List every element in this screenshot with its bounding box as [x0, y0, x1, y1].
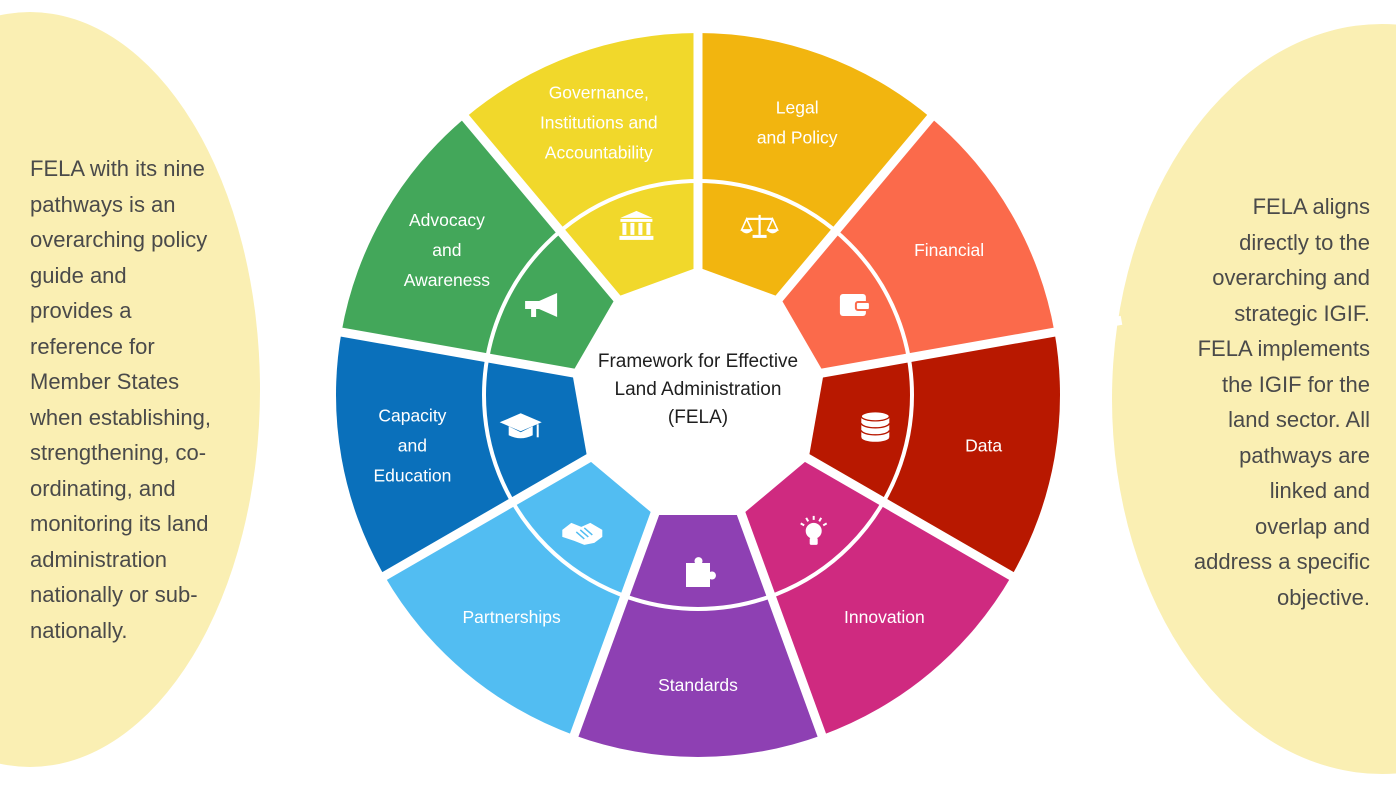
pathway-label-line: Institutions and	[540, 113, 658, 133]
pathway-label-line: Education	[373, 465, 451, 485]
center-title-line: Framework for Effective	[598, 351, 798, 372]
graduation-cap-icon	[499, 413, 542, 439]
center-title-line: (FELA)	[668, 407, 728, 428]
center-title-line: Land Administration	[615, 379, 782, 400]
wallet-icon	[839, 294, 871, 316]
center-hub	[572, 267, 824, 515]
handshake-icon	[562, 522, 603, 545]
pathway-label-line: Standards	[658, 675, 738, 695]
pathway-label-line: Legal	[776, 98, 819, 118]
pathway-label-line: Financial	[914, 240, 984, 260]
pathway-label-line: Advocacy	[409, 210, 485, 230]
pathway-label-line: Capacity	[378, 405, 446, 425]
pathway-label-line: Innovation	[844, 607, 925, 627]
institution-icon	[619, 210, 654, 240]
lightbulb-icon	[800, 515, 828, 545]
megaphone-icon	[525, 293, 558, 317]
right-note-text: FELA aligns directly to the overarching …	[1193, 194, 1370, 610]
left-note-text: FELA with its nine pathways is an overar…	[30, 156, 212, 643]
scales-icon	[740, 214, 779, 238]
pathway-label-line: Awareness	[404, 270, 491, 290]
puzzle-icon	[686, 557, 716, 587]
pathway-label-line: Accountability	[545, 143, 653, 163]
pathway-label-line: and	[432, 240, 461, 260]
pathway-label-line: Governance,	[549, 83, 649, 103]
pathway-standards: Standards	[574, 395, 822, 758]
pathway-label-line: Data	[965, 435, 1002, 455]
database-icon	[860, 411, 890, 443]
pathway-label-line: and Policy	[757, 128, 838, 148]
pathway-label-line: Partnerships	[462, 607, 560, 627]
pathway-label-line: and	[398, 435, 427, 455]
